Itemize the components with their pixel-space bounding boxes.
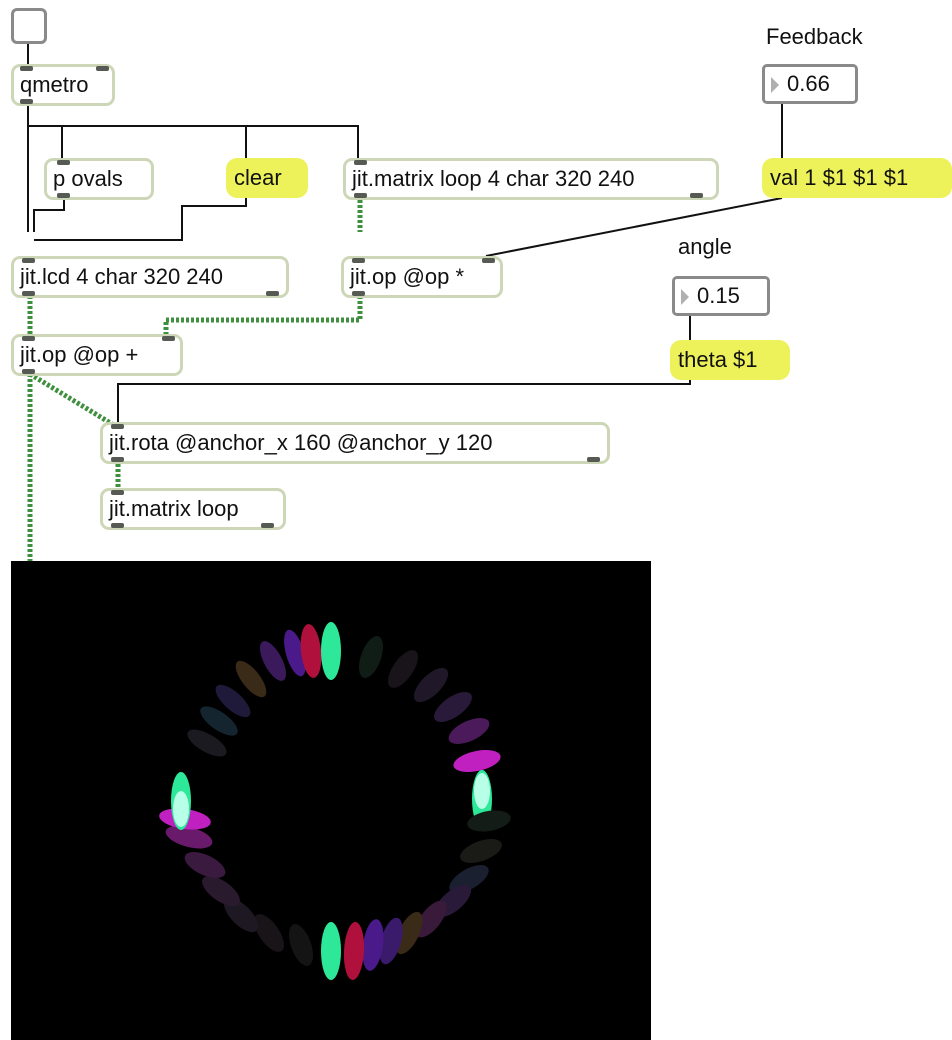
jit-matrix-loop-bottom-outlet-left[interactable] — [111, 523, 124, 528]
trail-oval — [284, 629, 306, 677]
trail-oval — [395, 911, 423, 955]
p-ovals-outlet[interactable] — [57, 193, 70, 198]
trail-oval — [387, 650, 419, 688]
jit-op-add-object[interactable]: jit.op @op + — [11, 334, 183, 376]
number-triangle-icon — [681, 289, 689, 305]
jit-op-multiply-label: jit.op @op * — [350, 264, 465, 289]
jit-lcd-outlet-right[interactable] — [266, 291, 279, 296]
trail-oval — [343, 922, 365, 980]
val-message[interactable]: val 1 $1 $1 $1 — [762, 158, 952, 198]
feedback-value: 0.66 — [787, 71, 830, 96]
feedback-number-box[interactable]: 0.66 — [762, 64, 858, 104]
jit-op-multiply-outlet[interactable] — [352, 291, 365, 296]
jit-rota-outlet-left[interactable] — [111, 457, 124, 462]
trail-oval — [202, 875, 240, 907]
trail-oval — [467, 810, 511, 832]
oval-right-highlight — [474, 773, 490, 809]
jit-rota-outlet-right[interactable] — [587, 457, 600, 462]
jit-op-multiply-inlet-right[interactable] — [482, 258, 495, 263]
jit-lcd-object[interactable]: jit.lcd 4 char 320 240 — [11, 256, 289, 298]
trail-oval — [215, 684, 251, 718]
trail-oval — [413, 667, 449, 703]
jit-op-multiply-inlet-left[interactable] — [352, 258, 365, 263]
jit-op-multiply-object[interactable]: jit.op @op * — [341, 256, 503, 298]
theta-label: theta $1 — [678, 347, 758, 372]
jit-matrix-loop-outlet-left[interactable] — [354, 193, 367, 198]
jit-matrix-loop-bottom-inlet[interactable] — [111, 490, 124, 495]
val-label: val 1 $1 $1 $1 — [770, 165, 909, 190]
video-display[interactable] — [11, 561, 651, 1040]
toggle-box[interactable] — [11, 8, 47, 44]
trail-oval — [434, 691, 472, 723]
jit-op-add-inlet-right[interactable] — [162, 336, 175, 341]
oval-left-highlight — [173, 791, 189, 827]
feedback-comment: Feedback — [766, 24, 863, 49]
qmetro-object[interactable]: qmetro — [11, 64, 115, 106]
trail-oval — [184, 852, 226, 878]
jit-matrix-loop-label: jit.matrix loop 4 char 320 240 — [352, 166, 635, 191]
jit-op-add-label: jit.op @op + — [20, 342, 139, 367]
jit-lcd-label: jit.lcd 4 char 320 240 — [20, 264, 224, 289]
angle-number-box[interactable]: 0.15 — [672, 276, 770, 316]
p-ovals-object[interactable]: p ovals — [44, 158, 154, 200]
clear-message[interactable]: clear — [226, 158, 308, 198]
trail-oval — [200, 706, 238, 736]
trail-oval — [235, 660, 267, 698]
jit-matrix-loop-outlet-right[interactable] — [690, 193, 703, 198]
oval-top — [321, 622, 341, 680]
trail-oval — [448, 718, 490, 744]
jit-matrix-loop-bottom-outlet-right[interactable] — [261, 523, 274, 528]
cord-qmetro-bus — [27, 104, 359, 160]
jit-matrix-loop-inlet[interactable] — [354, 160, 367, 165]
cord-val-opmul — [485, 197, 783, 257]
p-ovals-label: p ovals — [53, 166, 123, 191]
qmetro-outlet[interactable] — [20, 99, 33, 104]
trail-oval — [379, 917, 403, 965]
trail-oval — [187, 729, 227, 757]
jit-rota-inlet[interactable] — [111, 424, 124, 429]
number-triangle-icon — [771, 77, 779, 93]
jit-matrix-loop-bottom-label: jit.matrix loop — [109, 496, 239, 521]
theta-message[interactable]: theta $1 — [670, 340, 790, 380]
clear-label: clear — [234, 165, 282, 190]
angle-comment: angle — [678, 234, 732, 259]
qmetro-inlet[interactable] — [20, 66, 33, 71]
oval-trail-render — [11, 561, 651, 1040]
p-ovals-inlet[interactable] — [57, 160, 70, 165]
jit-lcd-inlet[interactable] — [22, 258, 35, 263]
qmetro-inlet-right[interactable] — [96, 66, 109, 71]
trail-oval — [415, 900, 447, 938]
cord-theta-rota — [117, 378, 691, 426]
trail-oval — [362, 919, 384, 971]
angle-value: 0.15 — [697, 283, 740, 308]
jit-matrix-loop-bottom-object[interactable]: jit.matrix loop — [100, 488, 286, 530]
trail-oval — [223, 897, 259, 933]
jit-rota-object[interactable]: jit.rota @anchor_x 160 @anchor_y 120 — [100, 422, 610, 464]
qmetro-label: qmetro — [20, 72, 89, 97]
jit-op-add-inlet-left[interactable] — [22, 336, 35, 341]
jit-matrix-loop-object[interactable]: jit.matrix loop 4 char 320 240 — [343, 158, 719, 200]
jit-rota-label: jit.rota @anchor_x 160 @anchor_y 120 — [109, 430, 493, 455]
trail-oval — [460, 838, 502, 864]
jit-op-add-outlet[interactable] — [22, 369, 35, 374]
trail-oval — [165, 825, 213, 849]
trail-oval — [259, 641, 287, 681]
cord-opadd-rota — [28, 371, 114, 427]
cord-povals-lcd — [33, 200, 65, 232]
trail-oval — [288, 924, 314, 966]
trail-oval — [253, 914, 285, 952]
jit-lcd-outlet-left[interactable] — [22, 291, 35, 296]
trail-oval — [453, 750, 501, 772]
oval-bottom — [321, 922, 341, 980]
trail-oval — [300, 624, 322, 678]
trail-oval — [358, 636, 384, 678]
cord-clear-lcd — [34, 198, 247, 241]
cord-opmul-opadd — [163, 296, 363, 336]
